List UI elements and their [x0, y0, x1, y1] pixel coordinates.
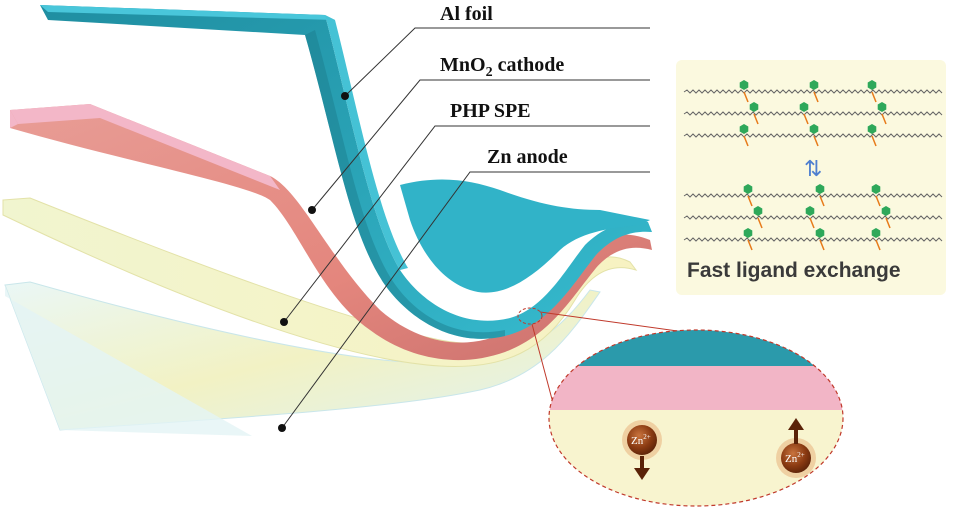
zn-ion-down: Zn2+ [622, 420, 662, 480]
ligand-ring-icon [809, 124, 819, 134]
zoom-cathode-band [549, 366, 843, 410]
zn-ion-up-label: Zn2+ [785, 451, 805, 465]
crosslink-bond [871, 135, 877, 147]
polymer-chain [683, 133, 943, 138]
crosslink-bond [871, 91, 877, 103]
ligand-ring-icon [867, 124, 877, 134]
spe-layer [2, 197, 638, 367]
ligand-ring-icon [881, 206, 891, 216]
zn-ion-up-charge: 2+ [797, 451, 805, 459]
polymer-chain [683, 215, 943, 220]
cathode-label-suffix: cathode [493, 54, 565, 76]
ligand-exchange-inset: ⇅ Fast ligand exchange [676, 60, 946, 295]
ligand-ring-icon [743, 228, 753, 238]
arrow-up-icon [788, 418, 804, 430]
al-foil-label: Al foil [440, 3, 493, 25]
cathode-label-prefix: MnO [440, 54, 486, 76]
ligand-ring-icon [877, 102, 887, 112]
crosslink-bond [803, 113, 809, 125]
ligand-ring-icon [871, 184, 881, 194]
leader-lines [281, 27, 650, 429]
ligand-ring-icon [739, 80, 749, 90]
crosslink-bond [809, 217, 815, 229]
ligand-ring-icon [805, 206, 815, 216]
cathode-layer [10, 104, 652, 361]
crosslink-bond [881, 113, 887, 125]
ligand-ring-icon [749, 102, 759, 112]
anode-label: Zn anode [487, 146, 568, 168]
zn-ion-down-label: Zn2+ [631, 433, 651, 447]
ligand-ring-icon [871, 228, 881, 238]
crosslink-bond [743, 135, 749, 147]
crosslink-bond [743, 91, 749, 103]
zn-ion-up-base: Zn [785, 453, 798, 465]
ligand-ring-icon [739, 124, 749, 134]
zoom-bubble-content [549, 330, 843, 506]
polymer-chains-bottom [683, 184, 943, 251]
crosslink-bond [875, 239, 881, 251]
cathode-label: MnO2 cathode [440, 54, 564, 80]
polymer-chain [683, 237, 943, 242]
polymer-chain [683, 111, 943, 116]
al-foil-layer [40, 5, 652, 339]
polymer-chains-top [683, 80, 943, 147]
ligand-ring-icon [809, 80, 819, 90]
cathode-label-subscript: 2 [486, 65, 493, 80]
crosslink-bond [875, 195, 881, 207]
crosslink-bond [813, 135, 819, 147]
zn-ion-down-base: Zn [631, 435, 644, 447]
spe-label: PHP SPE [450, 100, 531, 122]
exchange-arrows-icon: ⇅ [804, 157, 822, 182]
crosslink-bond [819, 239, 825, 251]
zoom-bubble-outline [548, 329, 844, 507]
crosslink-bond [819, 195, 825, 207]
crosslink-bond [753, 113, 759, 125]
ligand-ring-icon [799, 102, 809, 112]
zoom-source-marker [517, 307, 543, 325]
zn-ion-up: Zn2+ [776, 418, 816, 478]
arrow-down-icon [634, 468, 650, 480]
anode-layer [4, 281, 601, 436]
zoom-callout: Zn2+ Zn2+ [517, 307, 844, 507]
ligand-ring-icon [815, 228, 825, 238]
ligand-ring-icon [753, 206, 763, 216]
crosslink-bond [813, 91, 819, 103]
leader-dots [278, 92, 349, 432]
inset-caption: Fast ligand exchange [687, 259, 901, 282]
zn-ion-down-charge: 2+ [643, 433, 651, 441]
ligand-ring-icon [867, 80, 877, 90]
ligand-ring-icon [815, 184, 825, 194]
polymer-chain [683, 193, 943, 198]
crosslink-bond [757, 217, 763, 229]
zoom-foil-band [549, 330, 843, 368]
crosslink-bond [747, 195, 753, 207]
ligand-ring-icon [743, 184, 753, 194]
crosslink-bond [747, 239, 753, 251]
crosslink-bond [885, 217, 891, 229]
polymer-chain [683, 89, 943, 94]
